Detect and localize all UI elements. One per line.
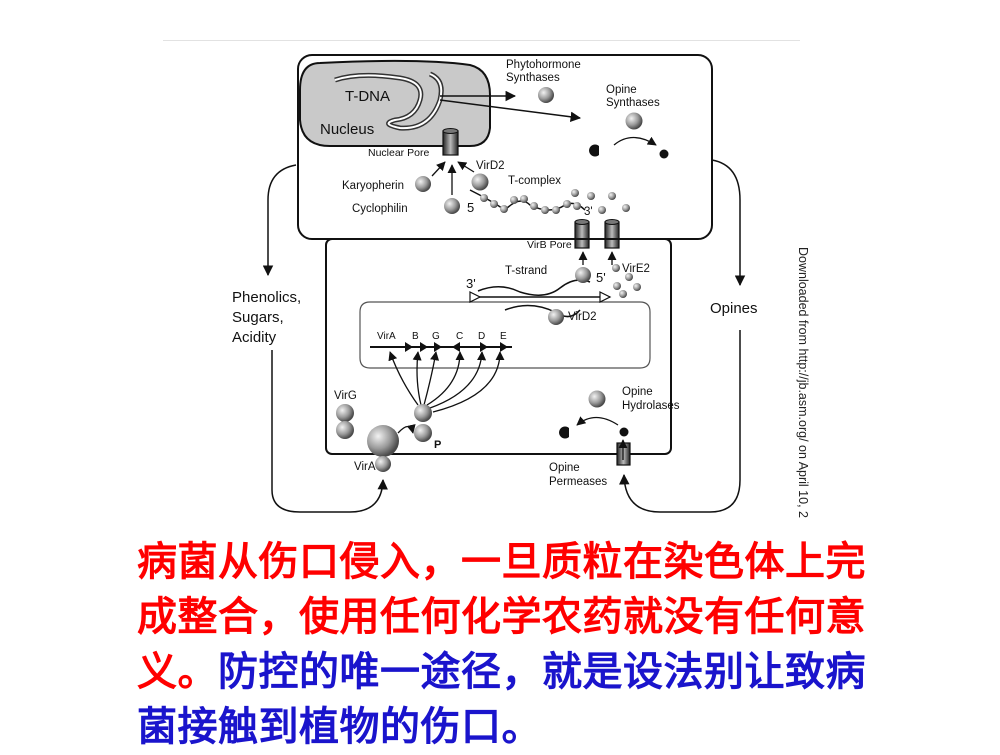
nucleus-region — [299, 59, 491, 147]
virG-p-ball-2 — [414, 424, 432, 442]
label-virA: VirA — [354, 461, 376, 473]
regulation-arrows — [388, 351, 505, 413]
phenolics-flow-arrow — [262, 164, 297, 277]
label-vir-gene-C: C — [456, 331, 463, 342]
opine-precursor-icon — [589, 144, 601, 157]
phytohormone-synthase-ball — [538, 87, 554, 103]
virD2-top-ball — [471, 173, 489, 191]
label-nuclear-pore: Nuclear Pore — [368, 147, 429, 159]
label-phenolics: Phenolics,Sugars,Acidity — [232, 289, 301, 346]
download-watermark: Downloaded from http://jb.asm.org/ on Ap… — [794, 247, 812, 525]
opine-hydrolase-ball — [588, 390, 606, 408]
ti-plasmid — [359, 301, 651, 369]
signal-to-virA-arrow — [271, 350, 388, 513]
opine-uptake-arrow — [619, 330, 741, 513]
nuclear-pore — [442, 130, 459, 156]
hydrolase-substrate-icon — [559, 426, 571, 439]
label-vir-gene-A: VirA — [377, 331, 396, 342]
opine-product-icon — [659, 149, 669, 159]
t-complex-beads — [480, 189, 630, 214]
label-p: P — [434, 439, 441, 451]
virG-ball-1 — [336, 404, 354, 422]
label-five-prime-mid: 5' — [596, 270, 606, 285]
label-vir-gene-B: B — [412, 331, 419, 342]
t-strand — [477, 279, 591, 296]
label-nucleus: Nucleus — [320, 121, 374, 138]
virA-small-ball — [375, 456, 391, 472]
label-tdna: T-DNA — [345, 88, 390, 105]
label-virD2-top: VirD2 — [476, 160, 505, 172]
label-opines: Opines — [710, 300, 758, 317]
label-five-top: 5 — [467, 200, 474, 215]
label-virB-pore: VirB Pore — [527, 239, 572, 251]
virD2-mid-ball — [575, 267, 591, 283]
label-vir-gene-E: E — [500, 331, 507, 342]
virG-p-ball-1 — [414, 404, 432, 422]
virB-pore-1 — [574, 221, 590, 249]
label-three-prime-mid: 3' — [466, 276, 476, 291]
label-vir-gene-G: G — [432, 331, 440, 342]
watermark-text: Downloaded from http://jb.asm.org/ on Ap… — [796, 247, 810, 518]
opines-flow-arrow — [711, 159, 746, 287]
virG-ball-2 — [336, 421, 354, 439]
label-three-prime-top: 3' — [584, 206, 593, 218]
label-t-complex: T-complex — [508, 175, 561, 187]
virD2-plasmid-ball — [548, 309, 564, 325]
caption-part-2: 防控的唯一途径，就是设法别让致病菌接触到植物的伤口。 — [137, 649, 866, 750]
label-virD2-mid: VirD2 — [568, 311, 597, 323]
caption-text: 病菌从伤口侵入，一旦质粒在染色体上完成整合，使用任何化学农药就没有任何意义。防控… — [137, 535, 867, 755]
label-vir-gene-D: D — [478, 331, 485, 342]
top-divider — [163, 40, 800, 41]
bacterium-cell — [325, 238, 672, 455]
hydrolase-product-icon — [619, 427, 629, 437]
vir-gene-arrows — [405, 342, 508, 352]
label-karyopherin: Karyopherin — [342, 180, 404, 192]
virB-pore-2 — [604, 221, 620, 249]
label-virE2: VirE2 — [622, 263, 650, 275]
label-virG: VirG — [334, 390, 357, 402]
caption-part-1: 病菌从伤口侵入，一旦质粒在染色体上完成整合，使用任何化学农药就没有任何意义。 — [137, 539, 866, 695]
cyclophilin-ball — [444, 198, 460, 214]
karyopherin-ball — [415, 176, 431, 192]
virA-large-ball — [367, 425, 399, 457]
virE2-beads — [612, 264, 641, 298]
opine-synthase-ball — [625, 112, 643, 130]
label-cyclophilin: Cyclophilin — [352, 203, 408, 215]
label-t-strand: T-strand — [505, 265, 547, 277]
